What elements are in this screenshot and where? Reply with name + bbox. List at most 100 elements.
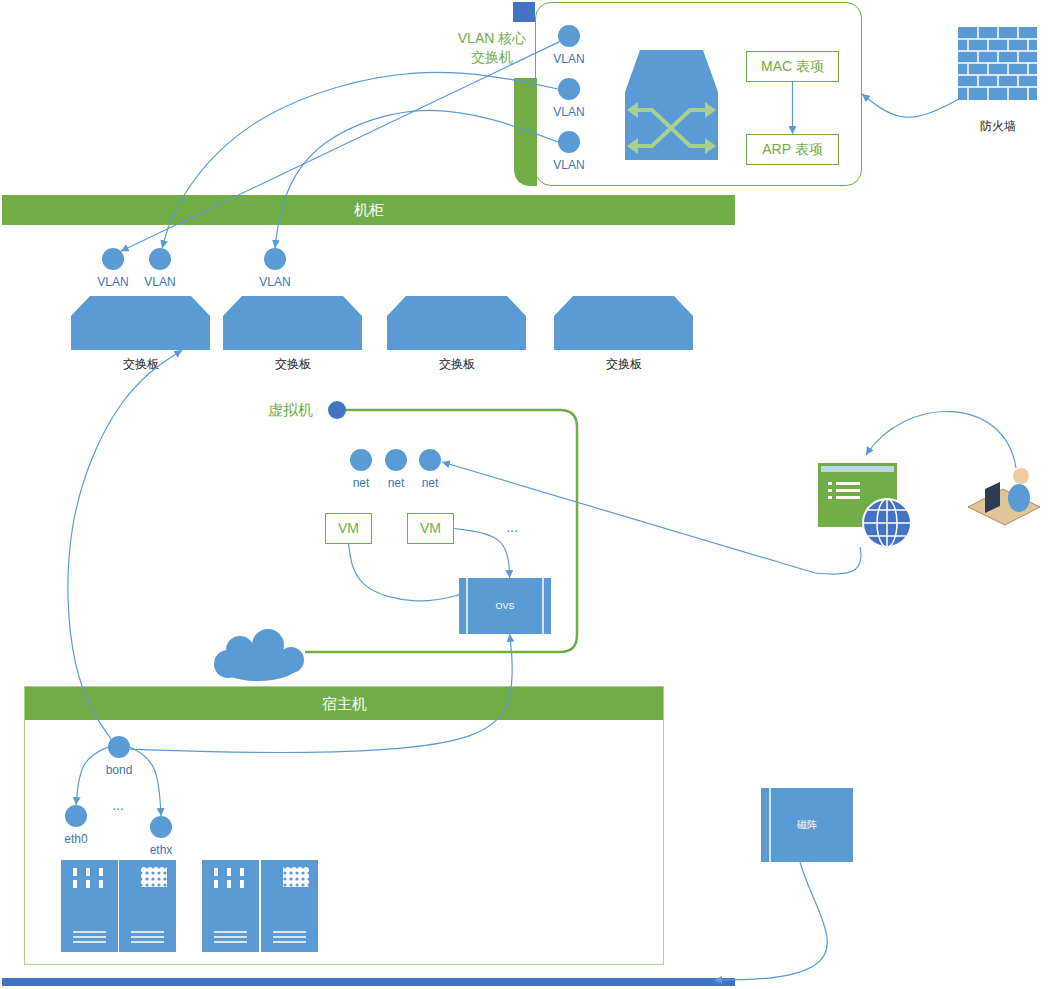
globe-lines [863,499,911,547]
person-body [1008,484,1030,512]
ellipsis-label: ... [506,519,518,536]
table-box: MAC 表项 [746,51,839,82]
board-shape [223,296,362,350]
port-label: VLAN [553,105,584,119]
connector [862,94,962,117]
web-list [828,482,860,499]
nic-port: ethx [150,816,172,838]
vm-area: 虚拟机netnetnetVMVMOVS [300,400,578,654]
server-grille [283,867,309,887]
board-outline [554,296,693,350]
box-stripe [769,788,771,862]
vlan-port: VLAN [102,248,124,270]
server-unit [261,860,318,952]
access-arrow [442,462,861,574]
nic-port: eth0 [65,805,87,827]
bond-port: bond [108,736,130,758]
server-unit [202,860,259,952]
port-label: net [422,476,439,490]
vlan-port: VLAN [149,248,171,270]
firewall-bricks [958,27,1037,100]
board-label: 交换板 [123,357,159,371]
board-outline [387,296,526,350]
switch-arrow-tip [627,138,638,154]
switch-icon [625,50,718,160]
firewall-icon [958,27,1037,100]
core-side-bar [514,78,537,186]
rack-label: 机柜 [2,195,735,225]
person-head [1013,468,1029,484]
port-label: VLAN [259,275,290,289]
board-shape [554,296,693,350]
board-outline [223,296,362,350]
cloud-icon [214,629,304,681]
connector [68,350,182,739]
user-icon [968,468,1040,525]
vm-label: VM [326,514,371,543]
vswitch-label: OVS [459,578,551,634]
switch-board: 交换板 [554,296,693,350]
connector [349,544,460,601]
storage-bus [2,978,735,986]
port-label: VLAN [97,275,128,289]
access-arrow [866,412,1016,468]
board-outline [71,296,210,350]
connector [76,747,108,805]
box-stripe [466,578,468,634]
server-unit [119,860,176,952]
rack-band: 机柜 [2,195,735,225]
host-title: 宿主机 [25,687,663,720]
corner-marker [513,2,535,22]
connector [454,529,510,579]
vlan-port: VLAN [558,25,580,47]
vm-label: VM [408,514,453,543]
connector [121,42,560,252]
switch-title: VLAN 核心 交换机 [452,29,532,67]
port-label: net [388,476,405,490]
host-header: 宿主机 [25,687,663,720]
vlan-port: VLAN [558,78,580,100]
vlan-port: VLAN [558,131,580,153]
switch-body [625,50,718,160]
connector [275,110,558,248]
web-titlebar [821,466,894,472]
cloud-part [214,650,242,678]
vlan-port: VLAN [264,248,286,270]
switch-board: 交换板 [223,296,362,350]
board-shape [387,296,526,350]
port-label: VLAN [553,52,584,66]
globe [863,499,911,547]
monitor [985,482,1000,513]
port-label: eth0 [64,832,87,846]
storage-label: 磁阵 [761,788,853,862]
vswitch-box: OVS [459,578,551,634]
switch-board: 交换板 [71,296,210,350]
box-stripe [542,578,544,634]
table-label: MAC 表项 [747,52,838,81]
firewall-mortar [958,27,1037,100]
switch-arrow-tip [627,102,638,118]
server-lines [73,932,306,942]
board-label: 交换板 [606,357,642,371]
vm-box: VM [325,513,372,544]
port-label: VLAN [144,275,175,289]
board-label: 交换板 [439,357,475,371]
table-label: ARP 表项 [747,135,838,164]
connector [162,72,558,248]
table-box: ARP 表项 [746,134,839,165]
firewall-node: 防火墙 [958,27,1038,101]
area-border [305,410,577,652]
host-box: 宿主机 bond eth0 ethx [24,686,664,965]
area-marker [328,401,346,419]
port-label: net [353,476,370,490]
server-rack [61,860,318,952]
board-shape [71,296,210,350]
net-port: net [385,449,407,471]
server-grille [141,867,167,887]
port-label: ethx [150,843,173,857]
switch-arrow-tip [705,102,716,118]
